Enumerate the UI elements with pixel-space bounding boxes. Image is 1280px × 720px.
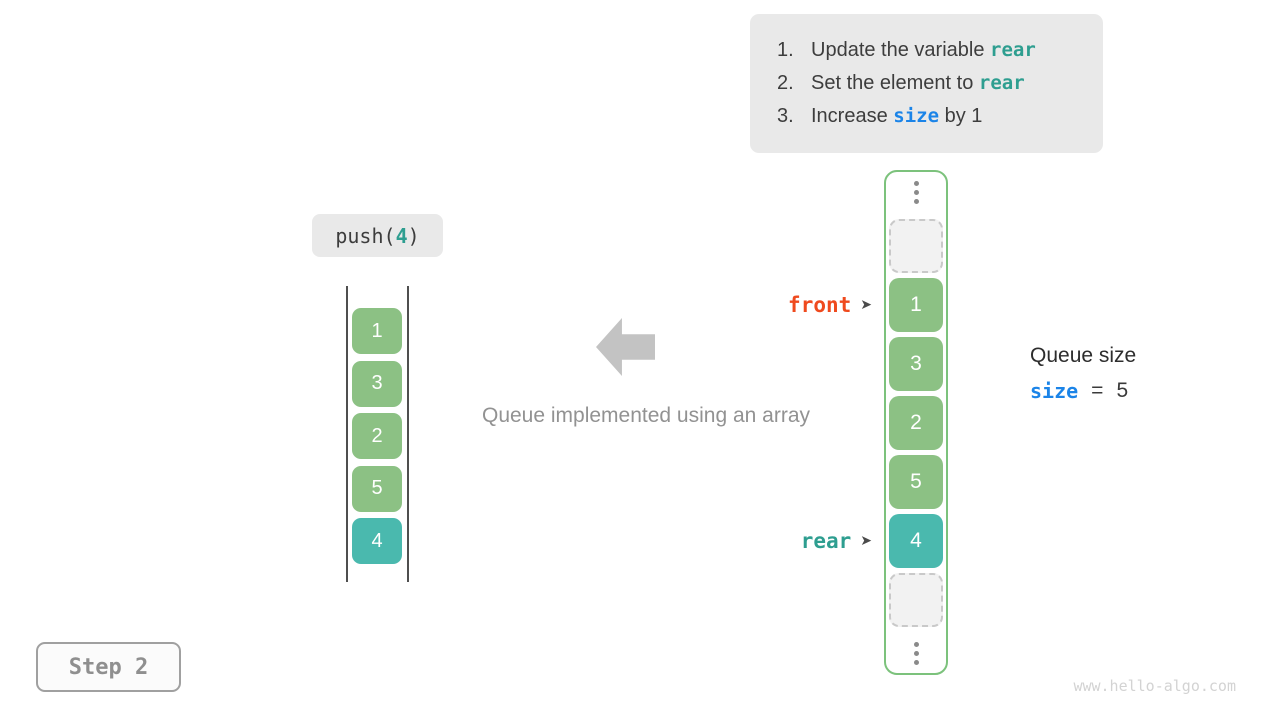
queue-size-panel: Queue size size = 5 — [1030, 344, 1136, 403]
instruction-number: 2. — [777, 72, 794, 94]
pointer-arrow-icon: ➤ — [860, 296, 872, 313]
stack-cell: 5 — [352, 465, 402, 512]
instruction-item: 1. Update the variable rear — [777, 39, 1103, 62]
dot — [913, 659, 919, 665]
operation-label: push(4) — [312, 214, 443, 257]
dot — [913, 641, 919, 647]
watermark: www.hello-algo.com — [1073, 677, 1236, 695]
rear-pointer: rear ➤ — [801, 529, 872, 553]
queue-cell: 2 — [889, 395, 943, 450]
queue-cell: 5 — [889, 454, 943, 509]
empty-slot — [889, 572, 943, 627]
step-badge: Step 2 — [36, 642, 181, 692]
operation-arg: 4 — [395, 223, 408, 248]
instruction-item: 2. Set the element to rear — [777, 72, 1103, 95]
dot — [913, 198, 919, 204]
code-term: size — [893, 105, 940, 127]
size-variable: size — [1030, 379, 1079, 403]
front-pointer: front ➤ — [788, 293, 872, 317]
instruction-item: 3. Increase size by 1 — [777, 105, 1103, 128]
operation-close: ) — [407, 223, 420, 248]
empty-slot — [889, 218, 943, 273]
dot — [913, 650, 919, 656]
plain-text: Set the element to — [811, 72, 979, 94]
instruction-text: Update the variable rear — [811, 39, 1036, 62]
front-label: front — [788, 292, 852, 317]
rear-label: rear — [800, 528, 852, 553]
stack-cell: 4 — [352, 518, 402, 564]
array-wall-left — [346, 286, 348, 582]
equals-sign: = — [1091, 379, 1104, 402]
diagram-caption: Queue implemented using an array — [481, 404, 811, 427]
plain-text: Increase — [811, 105, 894, 127]
dot — [913, 189, 919, 195]
instruction-text: Increase size by 1 — [811, 105, 982, 128]
ellipsis-icon — [913, 180, 919, 204]
instruction-text: Set the element to rear — [811, 72, 1025, 95]
queue-size-value-line: size = 5 — [1030, 379, 1136, 403]
queue-cell: 3 — [889, 336, 943, 391]
plain-text: by 1 — [939, 105, 983, 127]
operation-fn: push( — [335, 223, 396, 248]
stack-cell: 1 — [352, 308, 402, 354]
pointer-arrow-icon: ➤ — [860, 532, 872, 549]
instruction-panel: 1. Update the variable rear 2. Set the elem… — [750, 14, 1103, 153]
queue-size-title: Queue size — [1030, 344, 1137, 367]
size-value: 5 — [1116, 379, 1129, 402]
instruction-number: 1. — [777, 39, 794, 61]
array-wall-right — [407, 286, 409, 582]
code-term: rear — [990, 39, 1036, 61]
instruction-number: 3. — [777, 105, 794, 127]
stack-cell: 2 — [352, 413, 402, 459]
plain-text: Update the variable — [811, 39, 991, 61]
ellipsis-icon — [913, 641, 919, 665]
code-term: rear — [978, 72, 1025, 94]
stack-cell: 3 — [352, 360, 402, 407]
array-snapshot: 1 3 2 5 4 — [352, 308, 402, 564]
dot — [913, 180, 919, 186]
left-block-arrow-icon — [596, 318, 655, 376]
